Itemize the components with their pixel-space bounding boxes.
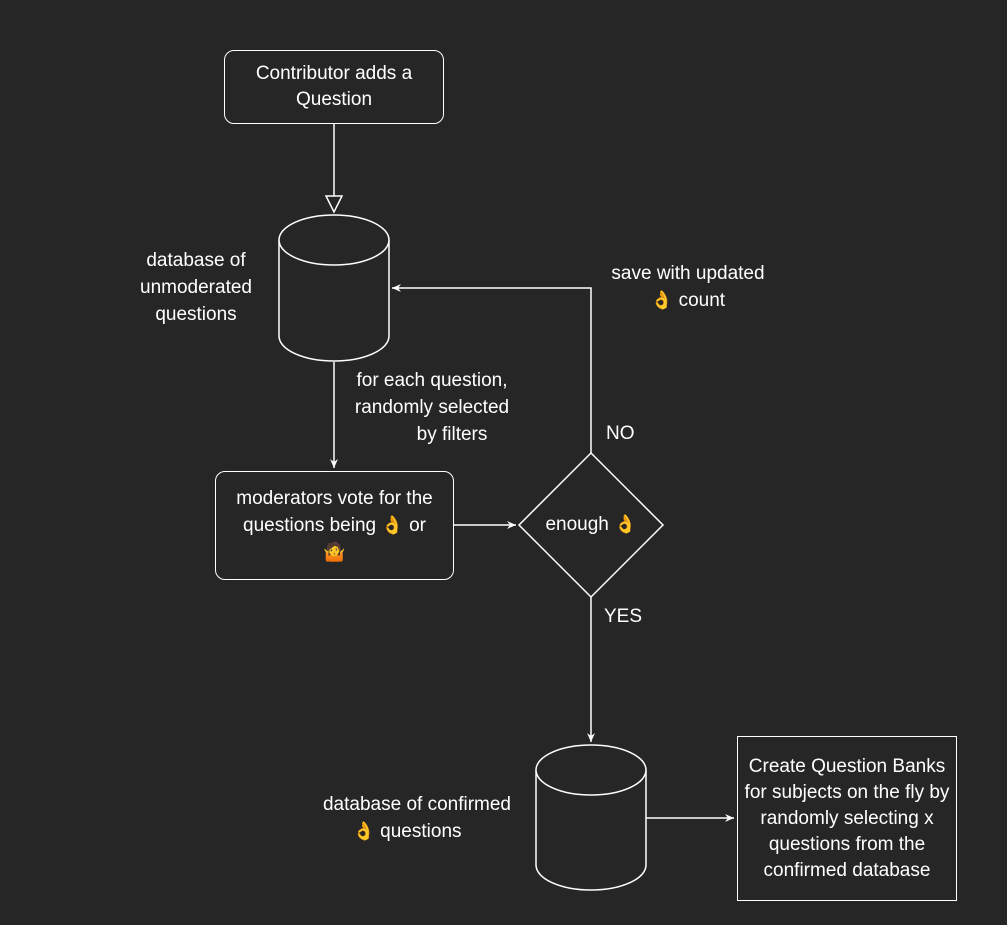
ok-hand-icon: 👌	[650, 290, 674, 310]
shrug-icon: 🤷	[323, 541, 346, 562]
label-yes: YES	[604, 606, 643, 627]
label-no: NO	[606, 423, 635, 444]
node-question-banks-text: Create Question Banks for subjects on th…	[744, 755, 950, 881]
label-db-confirmed: database of confirmed 👌 questions	[322, 794, 511, 842]
ok-hand-icon: 👌	[614, 514, 637, 534]
node-contributor-adds-question: Contributor adds a Question	[224, 50, 444, 124]
label-db-unmoderated: database of unmoderated questions	[140, 250, 252, 325]
node-moderators-text: moderators vote for the questions being …	[218, 486, 451, 566]
label-for-each-question: for each question, randomly selected by …	[354, 370, 510, 445]
node-moderators-text-or: or	[409, 514, 426, 536]
decision-label: enough 👌	[519, 511, 663, 538]
node-moderators-vote: moderators vote for the questions being …	[215, 471, 454, 580]
label-save-with-updated-count: save with updated 👌 count	[611, 263, 765, 311]
ok-hand-icon: 👌	[352, 821, 375, 841]
node-moderators-text-main: moderators vote for the questions being	[236, 487, 433, 536]
database-unmoderated-cylinder	[278, 214, 390, 362]
edge-decision-no-loop	[392, 284, 592, 453]
node-contributor-text: Contributor adds a Question	[255, 63, 413, 110]
node-create-question-banks: Create Question Banks for subjects on th…	[737, 736, 957, 901]
ok-hand-icon: 👌	[381, 514, 404, 535]
decision-text: enough	[545, 514, 609, 535]
edge-contributor-to-db	[324, 124, 344, 214]
database-confirmed-cylinder	[535, 744, 647, 891]
